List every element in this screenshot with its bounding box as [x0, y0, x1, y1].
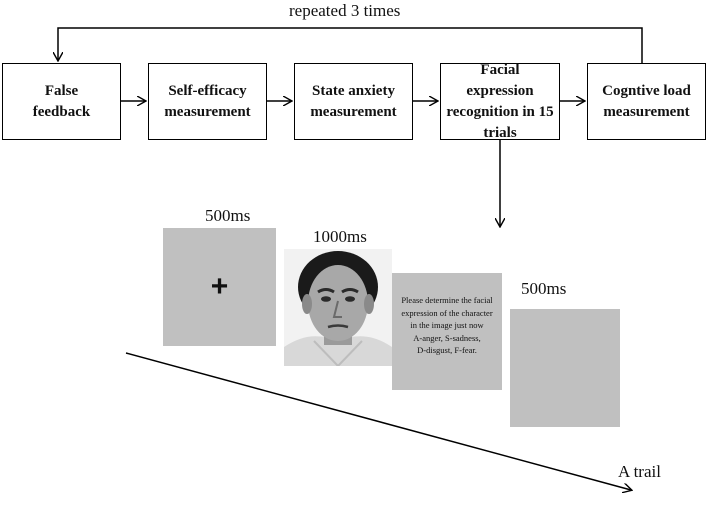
timeline-arrow — [125, 352, 631, 490]
step-label: Facial expression recognition in 15 tria… — [446, 61, 554, 141]
step-label: False feedback — [32, 82, 91, 120]
loop-label: repeated 3 times — [289, 1, 401, 20]
loop-arrow — [58, 27, 643, 63]
step-cognitive-load: Cogntive load measurement — [587, 63, 706, 140]
instruction-line: A-anger, S-sadness, — [413, 332, 481, 343]
step-facial-recognition: Facial expression recognition in 15 tria… — [440, 62, 560, 141]
fixation-cross: + — [210, 270, 229, 303]
step-label: Cogntive load measurement — [602, 82, 691, 120]
instruction-screen: Please determine the facial expression o… — [392, 273, 502, 390]
blank-screen — [510, 309, 620, 427]
face-duration: 1000ms — [313, 227, 367, 246]
timeline-label: A trail — [618, 462, 661, 481]
step-state-anxiety: State anxiety measurement — [294, 63, 413, 140]
fixation-duration: 500ms — [205, 206, 251, 225]
instruction-line: in the image just now — [410, 320, 484, 330]
step-label: Self-efficacy measurement — [164, 82, 251, 120]
instruction-line: expression of the character — [401, 307, 493, 318]
face-photo-icon — [284, 249, 392, 368]
blank-duration: 500ms — [521, 279, 567, 298]
instruction-line: D-disgust, F-fear. — [417, 345, 477, 355]
fixation-screen — [163, 228, 276, 346]
step-self-efficacy: Self-efficacy measurement — [148, 63, 267, 140]
instruction-line: Please determine the facial — [401, 295, 493, 305]
step-false-feedback: False feedback — [2, 63, 121, 140]
step-label: State anxiety measurement — [310, 82, 397, 120]
